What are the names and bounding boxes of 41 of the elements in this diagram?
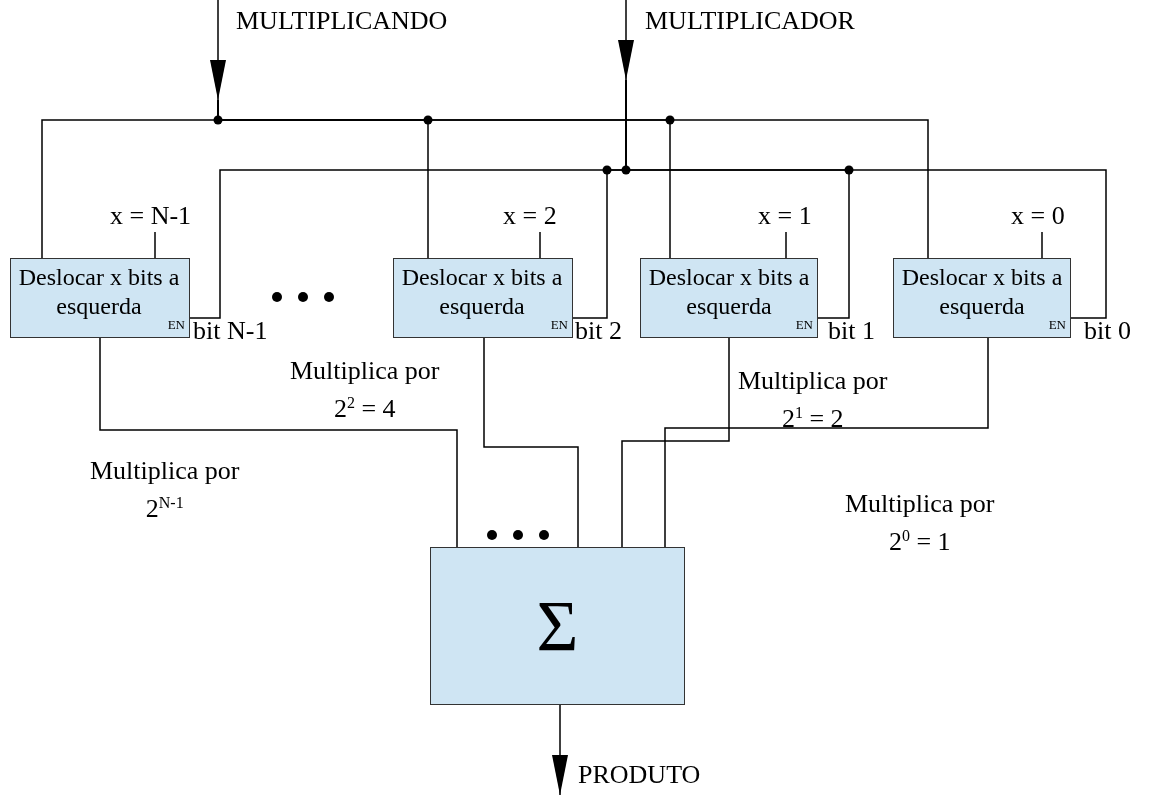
connector [483, 337, 579, 548]
connector [621, 337, 730, 548]
connector [210, 0, 226, 101]
bit-label: bit N-1 [193, 318, 268, 344]
connector [99, 337, 458, 548]
box-label: Deslocar x bits a esquerda [900, 263, 1064, 321]
box-label: Deslocar x bits a esquerda [400, 263, 564, 321]
shift-left-box [393, 258, 573, 338]
connector [618, 0, 634, 81]
weight-note: Multiplica por 2$^{N-1}$ [90, 455, 240, 525]
bit-label: bit 1 [828, 318, 875, 344]
connector [664, 337, 989, 548]
weight-note: Multiplica por 2$^{1}$ = 2 [738, 365, 888, 435]
shift-left-box [10, 258, 190, 338]
connector [539, 231, 541, 259]
connector [552, 704, 568, 796]
shift-left-box [893, 258, 1071, 338]
box-label: Deslocar x bits a esquerda [17, 263, 181, 321]
signal-label: MULTIPLICANDO [236, 6, 448, 35]
signal-label: x = 2 [503, 201, 557, 230]
enable-label: EN [795, 318, 813, 331]
signal-label: x = N-1 [110, 201, 192, 230]
connector [785, 231, 787, 259]
bit-label: bit 0 [1084, 318, 1131, 344]
enable-label: EN [1048, 318, 1066, 331]
connector [1041, 231, 1043, 259]
signal-label: MULTIPLICADOR [645, 6, 855, 35]
bit-label: bit 2 [575, 318, 622, 344]
signal-label: x = 1 [758, 201, 812, 230]
connector [154, 231, 156, 259]
enable-label: EN [167, 318, 185, 331]
connector [217, 99, 929, 259]
signal-label: x = 0 [1011, 201, 1065, 230]
weight-note: Multiplica por 2$^{0}$ = 1 [845, 488, 995, 558]
box-label: Deslocar x bits a esquerda [647, 263, 811, 321]
sum-box [430, 547, 685, 705]
enable-label: EN [550, 318, 568, 331]
sum-symbol: Σ [536, 590, 579, 662]
weight-note: Multiplica por 2$^{2}$ = 4 [290, 355, 440, 425]
shift-left-box [640, 258, 818, 338]
signal-label: PRODUTO [578, 760, 701, 789]
